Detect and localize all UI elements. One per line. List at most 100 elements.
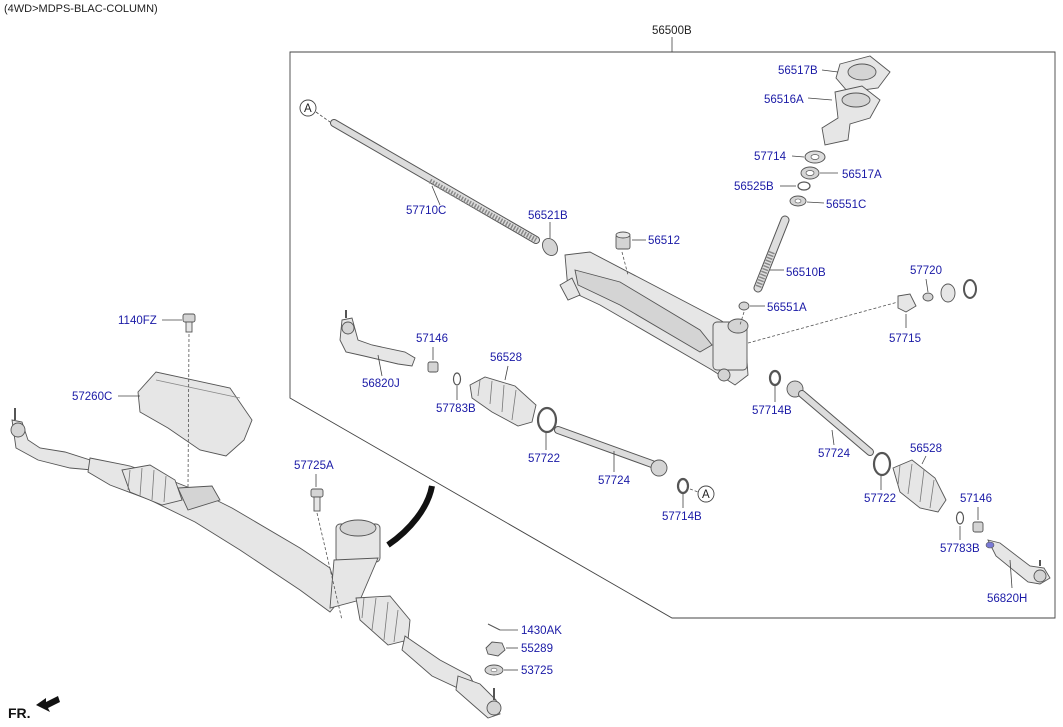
clip-57722-right-part[interactable]	[872, 451, 892, 477]
bearing-56517A-part[interactable]	[800, 166, 820, 180]
part-label[interactable]: 57722	[864, 493, 896, 505]
part-label[interactable]: 56525B	[734, 181, 774, 193]
tie-rod-end-lower-right[interactable]	[455, 675, 502, 719]
part-label[interactable]: 57725A	[294, 460, 334, 472]
part-label[interactable]: 56516A	[764, 94, 804, 106]
ref-letter-a-upper: A	[304, 103, 312, 115]
part-label[interactable]: 57714B	[752, 405, 792, 417]
pin-1430AK-part[interactable]	[487, 623, 501, 631]
leader-57710C	[431, 185, 441, 206]
vent-plug-part[interactable]	[615, 231, 631, 250]
part-label[interactable]: 57724	[598, 475, 631, 487]
yoke-cap-part[interactable]	[940, 279, 977, 303]
ref-letter-a-lower: A	[702, 489, 710, 501]
tie-rod-end-56820J-part[interactable]	[339, 310, 416, 367]
part-label[interactable]: 56512	[648, 235, 680, 247]
rack-bar-part[interactable]	[330, 119, 540, 244]
part-label[interactable]: 56517A	[842, 169, 882, 181]
clamp-57783B-left-part[interactable]	[452, 372, 462, 386]
dash-1140FZ	[187, 333, 190, 489]
ring-57714B-right-part[interactable]	[768, 369, 782, 387]
part-label[interactable]: 56517B	[778, 65, 818, 77]
part-label[interactable]: 57714B	[662, 511, 702, 523]
tie-rod-end-56820H-part[interactable]	[985, 539, 1051, 585]
boot-56528-left-part[interactable]	[469, 376, 537, 427]
part-label[interactable]: 57722	[528, 453, 560, 465]
part-label[interactable]: 57783B	[436, 403, 476, 415]
front-direction-label: FR.	[8, 705, 31, 721]
part-label[interactable]: 57260C	[72, 391, 112, 403]
part-label[interactable]: 56551C	[826, 199, 866, 211]
dash-57725A	[316, 512, 343, 621]
part-label[interactable]: 57146	[960, 493, 992, 505]
front-arrow-icon	[36, 696, 60, 712]
leader-56516A	[807, 97, 833, 101]
dash-57715	[747, 301, 899, 344]
seal-56551A-part[interactable]	[738, 301, 750, 311]
part-label[interactable]: 1430AK	[521, 625, 562, 637]
leader-57714	[791, 155, 805, 158]
part-label[interactable]: 56528	[490, 352, 522, 364]
leader-56528-left	[504, 365, 509, 381]
dash-56551A	[739, 311, 745, 326]
part-label[interactable]: 57724	[818, 448, 851, 460]
leader-56551C	[806, 201, 825, 204]
part-label[interactable]: 57146	[416, 333, 448, 345]
part-label[interactable]: 56521B	[528, 210, 568, 222]
part-label[interactable]: 53725	[521, 665, 553, 677]
part-label[interactable]: 1140FZ	[118, 315, 157, 327]
ring-57714-part[interactable]	[804, 150, 826, 164]
bushing-part[interactable]	[539, 236, 560, 259]
inner-tie-rod-57724-right-part[interactable]	[786, 380, 874, 456]
leader-56517B	[821, 69, 839, 73]
nut-57146-left-part[interactable]	[427, 361, 439, 373]
leader-56820J	[377, 354, 383, 377]
ref-leader-a-lower	[689, 488, 699, 493]
group-boundary	[289, 51, 1056, 619]
part-label[interactable]: 57720	[910, 265, 942, 277]
part-label[interactable]: 56510B	[786, 267, 826, 279]
bolt-57725A-part[interactable]	[310, 488, 324, 512]
leader-57720	[925, 278, 929, 293]
leader-57724-right	[831, 429, 835, 446]
part-label[interactable]: 57783B	[940, 543, 980, 555]
part-label[interactable]: 57714	[754, 151, 787, 163]
bolt-1140FZ-part[interactable]	[182, 313, 196, 333]
leader-56512-dash	[621, 251, 629, 276]
nut-57146-right-part[interactable]	[972, 521, 984, 533]
heat-shield-57260C-part[interactable]	[137, 371, 253, 457]
clip-57722-left-part[interactable]	[536, 406, 558, 434]
pinion-shaft-part[interactable]	[753, 215, 790, 293]
spring-57720-part[interactable]	[922, 292, 934, 302]
gear-housing-part[interactable]	[559, 251, 749, 386]
part-label[interactable]: 57710C	[406, 205, 446, 217]
clip-56525B-part[interactable]	[797, 181, 811, 191]
part-label[interactable]: 56820H	[987, 593, 1027, 605]
ref-circle-a-lower	[697, 485, 715, 503]
yoke-57715-part[interactable]	[897, 293, 917, 313]
leader-56820H	[1009, 559, 1013, 589]
diagram-header: (4WD>MDPS-BLAC-COLUMN)	[4, 3, 158, 15]
part-label[interactable]: 55289	[521, 643, 553, 655]
part-label[interactable]: 56551A	[767, 302, 807, 314]
detail-arrow	[386, 485, 435, 548]
nut-55289-part[interactable]	[485, 641, 506, 657]
group-label[interactable]: 56500B	[652, 25, 692, 37]
part-label[interactable]: 57715	[889, 333, 921, 345]
clamp-57783B-right-part[interactable]	[955, 511, 965, 525]
leader-56528-right	[921, 455, 927, 465]
boot-56528-right-part[interactable]	[892, 459, 947, 513]
boot-56516A-part[interactable]	[821, 85, 881, 146]
part-label[interactable]: 56528	[910, 443, 942, 455]
steering-gear-assembly-lower[interactable]	[87, 457, 476, 691]
tie-rod-end-lower-left[interactable]	[10, 408, 93, 471]
cover-56517B-part[interactable]	[835, 55, 891, 93]
ref-circle-a-upper	[299, 99, 317, 117]
part-label[interactable]: 56820J	[362, 378, 400, 390]
inner-tie-rod-57724-left-part[interactable]	[554, 426, 668, 477]
ref-leader-a-upper	[315, 111, 331, 123]
seal-56551C-part[interactable]	[789, 195, 807, 207]
washer-53725-part[interactable]	[484, 664, 504, 676]
ring-57714B-left-part[interactable]	[676, 477, 690, 495]
